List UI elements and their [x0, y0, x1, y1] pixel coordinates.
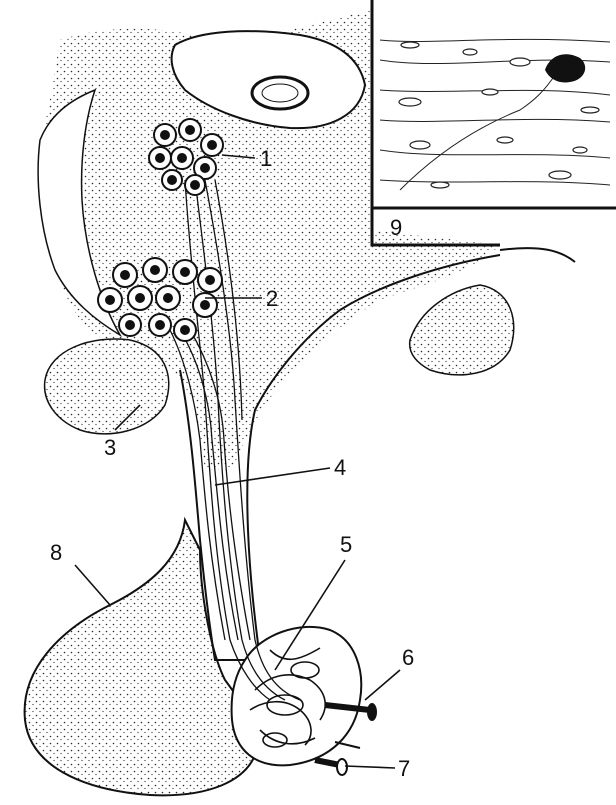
label-5: 5: [340, 532, 352, 557]
label-9: 9: [390, 215, 402, 240]
label-8: 8: [50, 540, 62, 565]
label-6: 6: [402, 645, 414, 670]
label-4: 4: [334, 455, 346, 480]
vein-7: [315, 760, 340, 765]
left-lobe: [45, 339, 169, 434]
label-1: 1: [260, 146, 272, 171]
right-lobe: [410, 285, 514, 375]
label-7: 7: [398, 756, 410, 781]
label-2: 2: [266, 286, 278, 311]
label-3: 3: [104, 435, 116, 460]
